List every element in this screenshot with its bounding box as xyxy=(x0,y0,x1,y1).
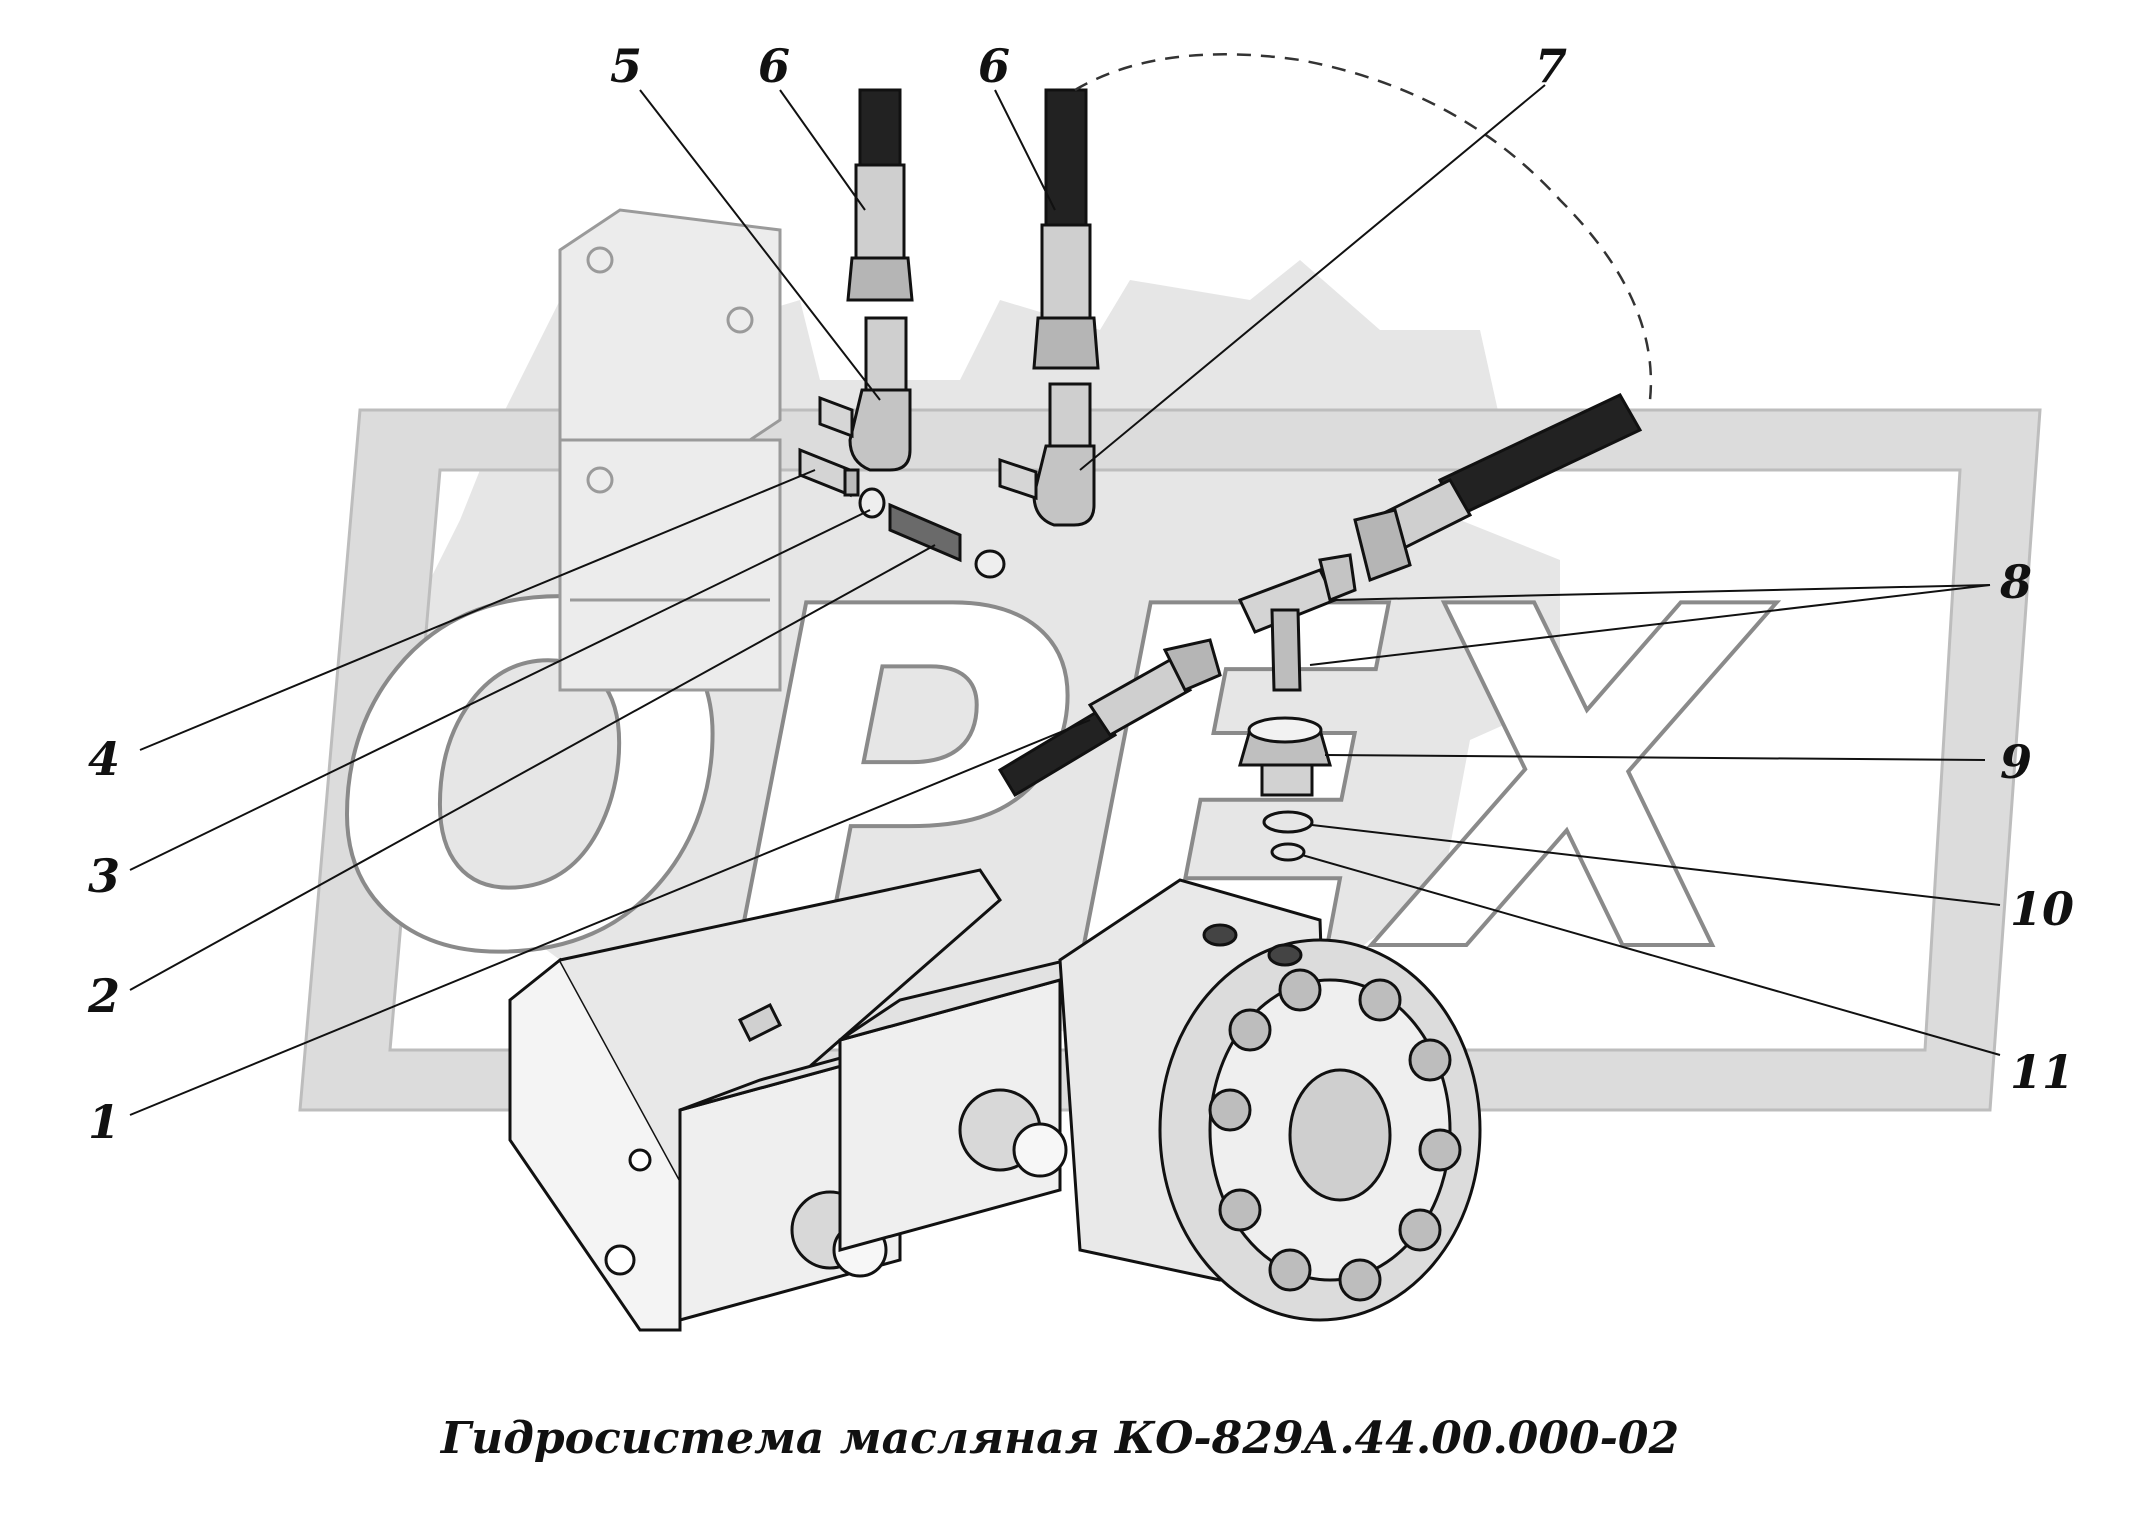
ring-10 xyxy=(1262,810,1314,834)
leader-3 xyxy=(129,509,871,871)
callout-11: 11 xyxy=(2010,1045,2074,1099)
leader-6a xyxy=(779,89,866,211)
callout-6-right: 6 xyxy=(978,39,1010,93)
callout-7: 7 xyxy=(1535,39,1567,93)
leader-8 xyxy=(1309,584,1991,666)
callout-9: 9 xyxy=(2000,735,2032,789)
leader-7 xyxy=(1079,84,1546,471)
callout-2: 2 xyxy=(87,969,120,1023)
adapter-9 xyxy=(1238,716,1332,797)
leader-11 xyxy=(1301,854,2001,1056)
callout-10: 10 xyxy=(2010,882,2074,936)
motor-bolts xyxy=(1208,968,1462,1302)
leader-6b xyxy=(994,89,1056,211)
callout-6-left: 6 xyxy=(758,39,790,93)
valve-block-background xyxy=(558,208,782,692)
hose-6-left xyxy=(846,88,914,302)
hose-upper-right xyxy=(1353,393,1643,582)
callout-8: 8 xyxy=(1999,555,2032,609)
sleeve-2 xyxy=(888,502,1006,579)
leader-4 xyxy=(139,469,816,751)
callout-5: 5 xyxy=(610,39,642,93)
watermark-band xyxy=(298,408,2042,1112)
leader-2 xyxy=(129,544,936,991)
washer-3 xyxy=(858,487,886,519)
elbow-fitting-5 xyxy=(818,316,912,472)
hose-6-right xyxy=(1032,88,1100,370)
elbow-fitting-7 xyxy=(998,382,1096,527)
leader-9 xyxy=(1324,754,1986,761)
callouts: 5 6 6 7 8 9 10 11 4 3 2 1 xyxy=(87,39,2074,1149)
tee-fitting-8 xyxy=(1237,553,1357,692)
hose-1 xyxy=(997,638,1222,798)
callout-3: 3 xyxy=(88,849,120,903)
callout-4: 4 xyxy=(88,732,120,786)
dashed-connection-line xyxy=(1074,53,1653,401)
leader-8b xyxy=(1334,584,1991,601)
callout-1: 1 xyxy=(88,1095,120,1149)
union-fitting-4 xyxy=(798,447,860,498)
ring-11 xyxy=(1270,842,1306,862)
leader-lines xyxy=(129,84,2001,1116)
pump-assembly xyxy=(508,868,1482,1332)
leader-10 xyxy=(1311,824,2001,906)
leader-5 xyxy=(639,89,881,401)
leader-1 xyxy=(129,719,1091,1116)
diagram-caption: Гидросистема масляная КО-829А.44.00.000-… xyxy=(439,1413,1679,1464)
